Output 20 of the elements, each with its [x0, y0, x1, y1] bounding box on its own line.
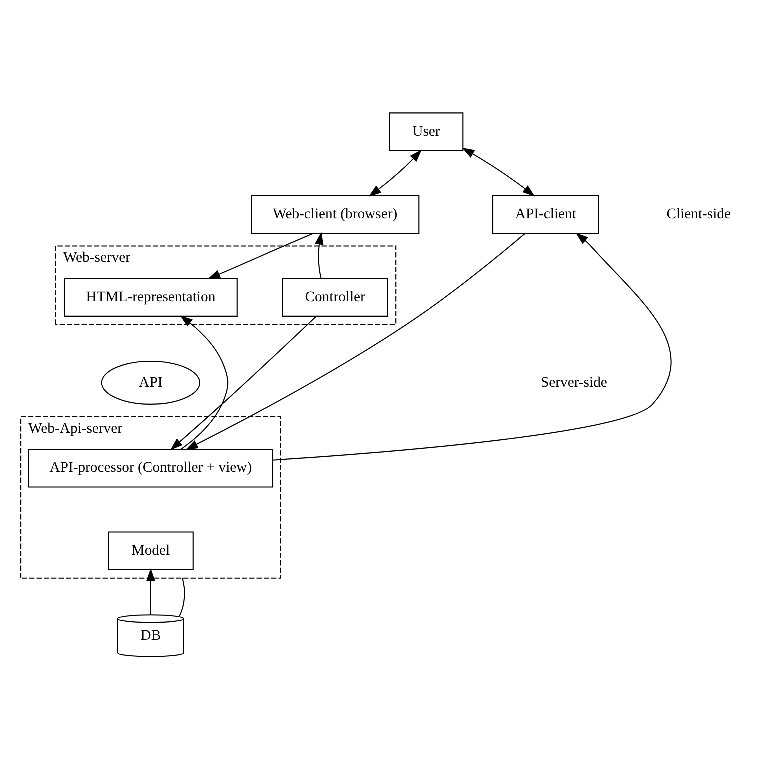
arrow [368, 149, 422, 196]
node-box: Web-client (browser) [251, 194, 420, 234]
arrow [180, 315, 229, 450]
node-box: API-client [492, 194, 600, 234]
node-box: Controller [282, 278, 388, 316]
arrow [462, 147, 536, 196]
arrow [208, 232, 314, 279]
label: Server-side [540, 374, 608, 390]
arrow [170, 316, 317, 450]
connector [179, 578, 186, 616]
arrow [273, 232, 672, 460]
node-box: API-processor (Controller + view) [28, 448, 274, 488]
arrow [315, 232, 324, 278]
node-box: Model [108, 531, 194, 570]
arrow [146, 568, 156, 614]
label: Client-side [666, 206, 732, 222]
node-box: User [389, 112, 464, 151]
node-box: HTML-representation [64, 278, 238, 316]
arrow [186, 233, 526, 450]
node-ellipse: API [101, 360, 201, 404]
